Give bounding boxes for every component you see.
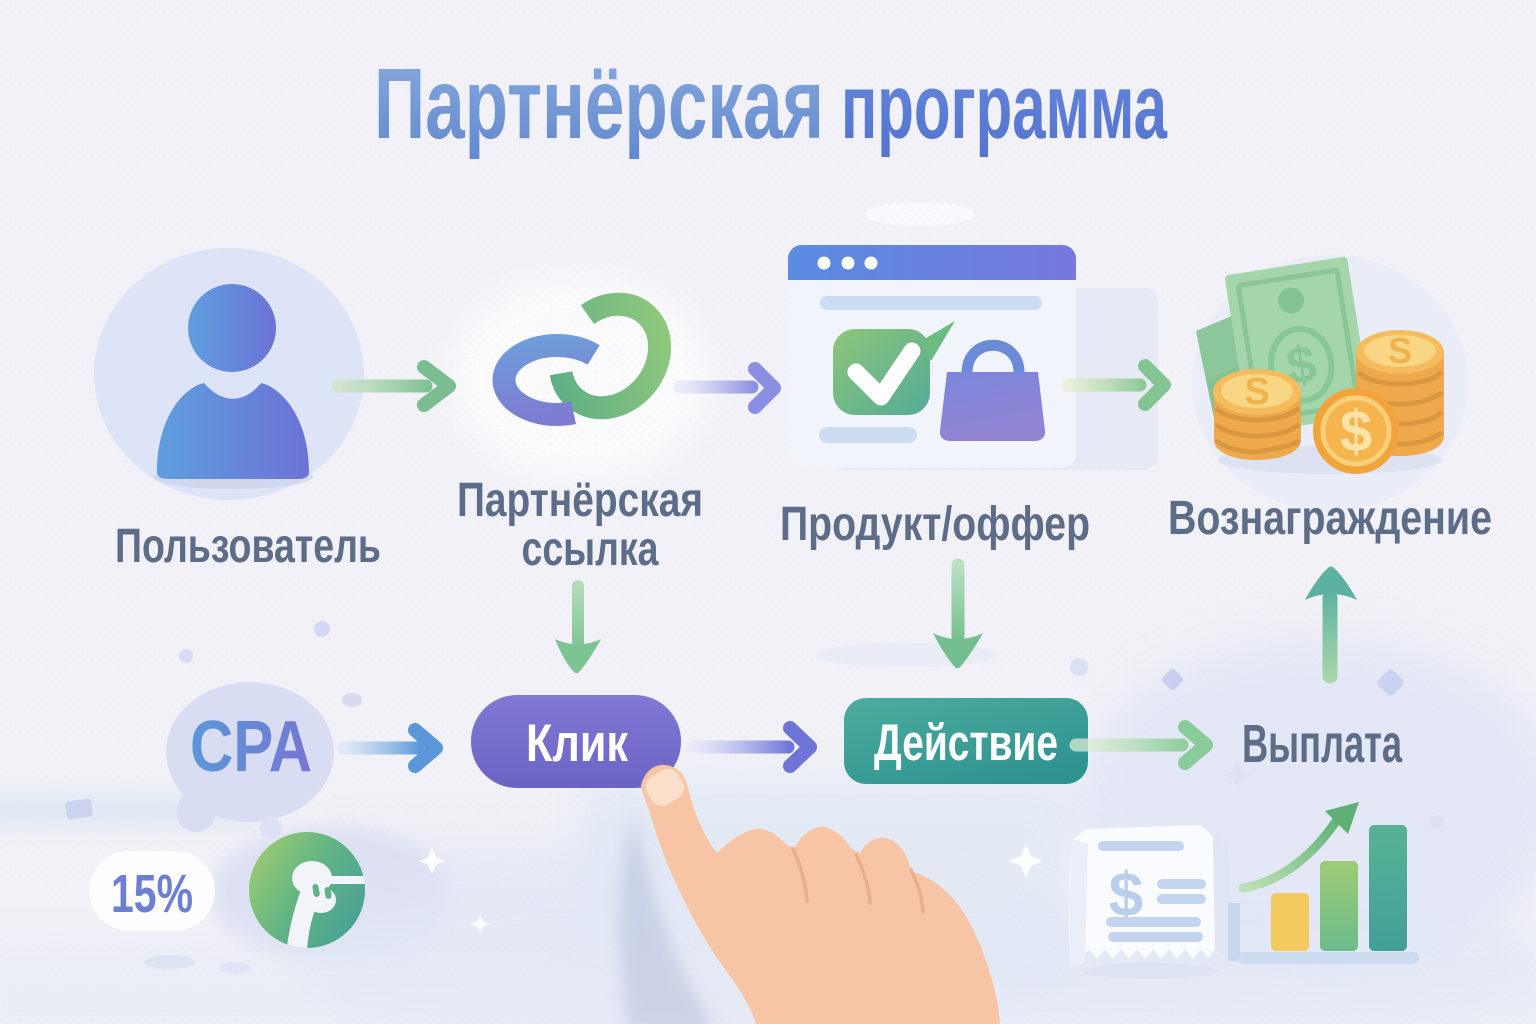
svg-text:Пользователь: Пользователь <box>115 520 381 573</box>
svg-text:CPA: CPA <box>190 707 312 787</box>
svg-text:Выплата: Выплата <box>1242 714 1403 774</box>
svg-text:Вознаграждение: Вознаграждение <box>1168 492 1492 545</box>
svg-text:ссылка: ссылка <box>522 523 659 576</box>
svg-text:$: $ <box>1340 399 1372 464</box>
svg-text:программа: программа <box>841 56 1168 158</box>
svg-text:15%: 15% <box>111 864 193 924</box>
svg-text:Клик: Клик <box>526 714 628 773</box>
svg-text:S: S <box>1388 330 1412 371</box>
svg-text:Продукт/оффер: Продукт/оффер <box>780 498 1090 551</box>
svg-text:Партнёрская: Партнёрская <box>374 48 824 160</box>
svg-text:Партнёрская: Партнёрская <box>457 474 703 527</box>
svg-text:Действие: Действие <box>874 714 1058 771</box>
svg-text:S: S <box>1244 371 1269 413</box>
